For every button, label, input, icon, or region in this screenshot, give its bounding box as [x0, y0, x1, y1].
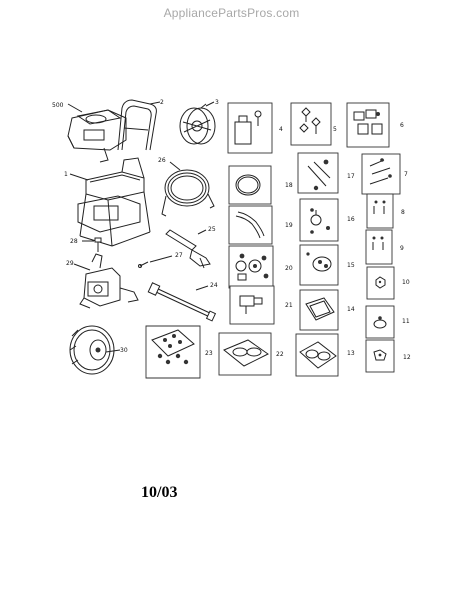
- part-8[interactable]: [366, 193, 394, 229]
- callout-28: 28: [70, 238, 78, 245]
- callout-500: 500: [52, 102, 64, 109]
- part-15[interactable]: [299, 244, 339, 286]
- part-20[interactable]: [228, 245, 274, 289]
- part-4[interactable]: [227, 102, 273, 154]
- callout-21: 21: [285, 302, 293, 309]
- part-hose-reel[interactable]: [179, 103, 216, 145]
- part-18[interactable]: [228, 165, 272, 205]
- callout-18: 18: [285, 182, 293, 189]
- callout-4: 4: [279, 126, 283, 133]
- callout-6: 6: [400, 122, 404, 129]
- part-17[interactable]: [297, 152, 339, 194]
- part-22[interactable]: [218, 332, 272, 376]
- part-5[interactable]: [290, 102, 332, 146]
- part-wheel[interactable]: [69, 325, 115, 375]
- callout-11: 11: [402, 318, 410, 325]
- callout-1: 1: [64, 171, 68, 178]
- part-27[interactable]: [138, 261, 149, 268]
- callout-10: 10: [402, 279, 410, 286]
- callout-15: 15: [347, 262, 355, 269]
- part-handle[interactable]: [117, 99, 157, 151]
- part-19[interactable]: [228, 205, 273, 245]
- part-pump[interactable]: [79, 253, 139, 309]
- part-spray-gun[interactable]: [165, 229, 211, 269]
- date-code: 10/03: [141, 484, 178, 501]
- part-11[interactable]: [365, 305, 395, 339]
- callout-3: 3: [215, 99, 219, 106]
- callout-29: 29: [66, 260, 74, 267]
- callout-16: 16: [347, 216, 355, 223]
- part-10[interactable]: [366, 266, 395, 300]
- callout-19: 19: [285, 222, 293, 229]
- callout-7: 7: [404, 171, 408, 178]
- part-6[interactable]: [346, 102, 390, 148]
- callout-13: 13: [347, 350, 355, 357]
- callout-20: 20: [285, 265, 293, 272]
- callout-25: 25: [208, 226, 216, 233]
- callout-8: 8: [401, 209, 405, 216]
- part-16[interactable]: [299, 198, 339, 242]
- callout-9: 9: [400, 245, 404, 252]
- callout-23: 23: [205, 350, 213, 357]
- part-hose[interactable]: [161, 169, 215, 217]
- callout-22: 22: [276, 351, 284, 358]
- callout-26: 26: [158, 157, 166, 164]
- callout-27: 27: [175, 252, 183, 259]
- part-engine[interactable]: [67, 109, 127, 163]
- part-9[interactable]: [365, 229, 393, 265]
- part-13[interactable]: [295, 333, 339, 377]
- part-7[interactable]: [361, 153, 401, 195]
- callout-12: 12: [403, 354, 411, 361]
- callout-24: 24: [210, 282, 218, 289]
- callout-2: 2: [160, 99, 164, 106]
- watermark: AppliancePartsPros.com: [163, 6, 300, 20]
- callout-14: 14: [347, 306, 355, 313]
- part-wand[interactable]: [147, 282, 217, 322]
- callout-5: 5: [333, 126, 337, 133]
- part-12[interactable]: [365, 339, 395, 373]
- part-14[interactable]: [299, 289, 339, 331]
- callout-17: 17: [347, 173, 355, 180]
- part-bolt-28[interactable]: [94, 237, 102, 252]
- callout-30: 30: [120, 347, 128, 354]
- part-21[interactable]: [229, 285, 275, 325]
- part-kit-23[interactable]: [145, 325, 201, 379]
- part-frame[interactable]: [77, 157, 151, 247]
